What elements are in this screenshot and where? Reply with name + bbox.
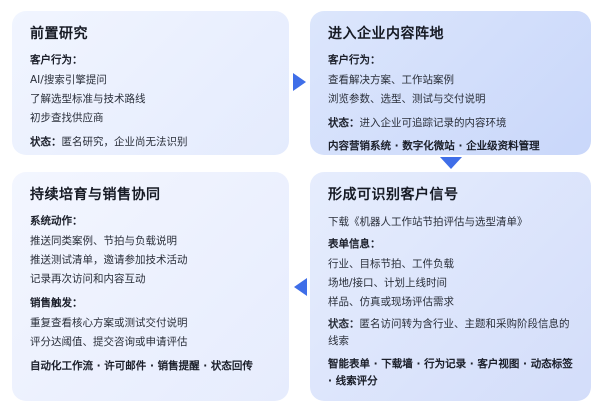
- system-action-item: 推送同类案例、节拍与负载说明: [30, 235, 177, 247]
- tools-line: 内容营销系统 · 数字化微站 · 企业级资料管理: [328, 140, 540, 152]
- status-text: 匿名访问转为含行业、主题和采购阶段信息的线索: [328, 318, 570, 347]
- stage-title: 进入企业内容阵地: [328, 26, 444, 42]
- status-label: 状态：: [328, 117, 360, 129]
- system-action-item: 记录再次访问和内容互动: [30, 273, 146, 285]
- behavior-item: 初步查找供应商: [30, 112, 104, 124]
- status-label: 状态：: [328, 318, 360, 330]
- status-text: 进入企业可追踪记录的内容环境: [359, 117, 507, 129]
- sales-trigger-item: 评分达阈值、提交咨询或申请评估: [30, 336, 188, 348]
- stage-card-research: 前置研究 客户行为： AI/搜索引擎提问 了解选型标准与技术路线 初步查找供应商…: [12, 11, 289, 155]
- behavior-item: 了解选型标准与技术路线: [30, 93, 146, 105]
- system-action-item: 推送测试清单，邀请参加技术活动: [30, 254, 188, 266]
- form-item: 样品、仿真或现场评估需求: [328, 296, 454, 308]
- system-action-label: 系统动作：: [30, 215, 83, 227]
- status-line: 状态：进入企业可追踪记录的内容环境: [328, 115, 575, 132]
- arrow-right-icon: [293, 73, 306, 91]
- behavior-item: AI/搜索引擎提问: [30, 74, 107, 86]
- behavior-label: 客户行为：: [30, 54, 83, 66]
- form-label: 表单信息：: [328, 238, 381, 250]
- form-item: 行业、目标节拍、工件负载: [328, 258, 454, 270]
- behavior-item: 查看解决方案、工作站案例: [328, 74, 454, 86]
- behavior-item: 浏览参数、选型、测试与交付说明: [328, 93, 486, 105]
- stage-title: 形成可识别客户信号: [328, 187, 459, 203]
- form-item: 场地/接口、计划上线时间: [328, 277, 448, 289]
- tools-line: 智能表单 · 下载墙 · 行为记录 · 客户视图 · 动态标签 · 线索评分: [328, 358, 573, 387]
- stage-title: 持续培育与销售协同: [30, 187, 161, 203]
- status-text: 匿名研究，企业尚无法识别: [61, 136, 188, 148]
- tools-line: 自动化工作流 · 许可邮件 · 销售提醒 · 状态回传: [30, 360, 253, 372]
- sales-trigger-label: 销售触发：: [30, 297, 83, 309]
- stage-title: 前置研究: [30, 26, 88, 42]
- arrow-left-icon: [294, 278, 307, 296]
- status-label: 状态：: [30, 136, 62, 148]
- status-line: 状态：匿名研究，企业尚无法识别: [30, 134, 273, 151]
- stage-card-content-hub: 进入企业内容阵地 客户行为： 查看解决方案、工作站案例 浏览参数、选型、测试与交…: [310, 11, 591, 155]
- sales-trigger-item: 重复查看核心方案或测试交付说明: [30, 317, 188, 329]
- behavior-label: 客户行为：: [328, 54, 381, 66]
- download-item: 下载《机器人工作站节拍评估与选型清单》: [328, 216, 528, 228]
- arrow-down-icon: [440, 157, 462, 169]
- status-line: 状态：匿名访问转为含行业、主题和采购阶段信息的线索: [328, 316, 575, 350]
- stage-card-nurture: 持续培育与销售协同 系统动作： 推送同类案例、节拍与负载说明 推送测试清单，邀请…: [12, 172, 289, 401]
- stage-card-signal: 形成可识别客户信号 下载《机器人工作站节拍评估与选型清单》 表单信息： 行业、目…: [310, 172, 591, 401]
